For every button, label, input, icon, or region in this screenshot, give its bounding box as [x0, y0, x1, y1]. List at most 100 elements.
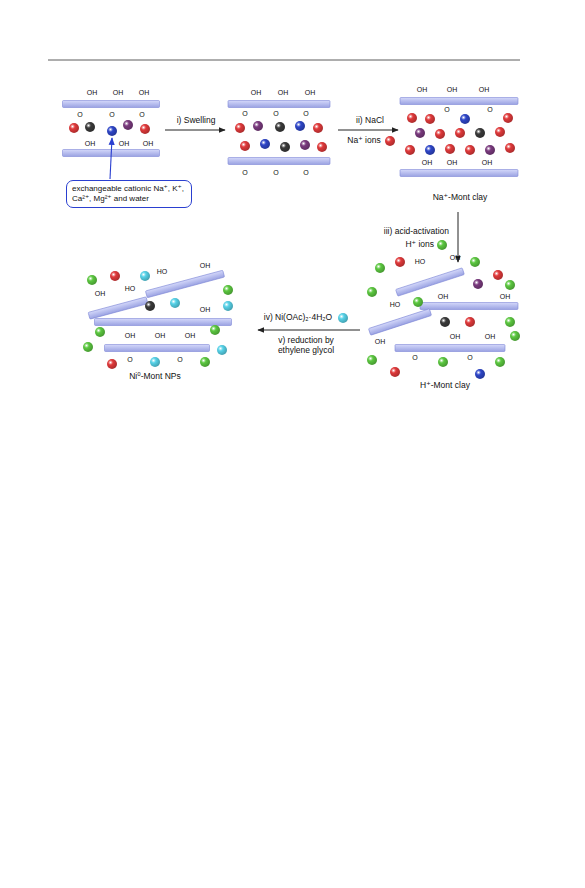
ion-ball — [385, 136, 395, 146]
group-label: O — [77, 111, 82, 119]
step-label: Na⁺ ions — [347, 136, 380, 146]
ion-ball — [455, 128, 465, 138]
group-label: OH — [125, 332, 136, 340]
ion-ball — [475, 369, 485, 379]
ion-ball — [505, 143, 515, 153]
clay-sheet — [400, 98, 518, 105]
group-label: OH — [143, 140, 154, 148]
group-label: OH — [422, 159, 433, 167]
ion-ball — [170, 298, 180, 308]
ion-ball — [390, 367, 400, 377]
ion-ball — [123, 120, 133, 130]
callout-box: exchangeable cationic Na⁺, K⁺, Ca²⁺, Mg²… — [66, 180, 192, 208]
ion-ball — [435, 129, 445, 139]
group-label: O — [487, 106, 492, 114]
ion-ball — [367, 287, 377, 297]
group-label: HO — [125, 285, 136, 293]
group-label: OH — [119, 140, 130, 148]
clay-sheet — [395, 345, 505, 352]
group-label: O — [127, 356, 132, 364]
step-label: Ni⁰-Mont NPs — [129, 372, 181, 382]
clay-sheet — [228, 101, 330, 108]
group-label: HO — [157, 268, 168, 276]
ion-ball — [253, 121, 263, 131]
ion-ball — [405, 145, 415, 155]
group-label: O — [242, 110, 247, 118]
step-label: ii) NaCl — [356, 116, 384, 126]
group-label: OH — [251, 89, 262, 97]
ion-ball — [87, 275, 97, 285]
ion-ball — [415, 128, 425, 138]
group-label: OH — [375, 338, 386, 346]
clay-sheet — [400, 170, 518, 177]
ion-ball — [300, 140, 310, 150]
ion-ball — [367, 355, 377, 365]
ion-ball — [493, 270, 503, 280]
ion-ball — [313, 123, 323, 133]
ion-ball — [235, 123, 245, 133]
ion-ball — [438, 357, 448, 367]
step-label: iv) Ni(OAc)₂·4H₂O — [264, 313, 332, 323]
group-label: OH — [479, 86, 490, 94]
clay-sheets — [63, 98, 519, 352]
reaction-arrows — [165, 130, 458, 330]
ion-ball — [145, 301, 155, 311]
clay-sheet — [95, 319, 232, 326]
step-label: i) Swelling — [177, 116, 216, 126]
ion-ball — [465, 145, 475, 155]
ion-ball — [150, 357, 160, 367]
ions — [69, 113, 520, 379]
ion-ball — [223, 285, 233, 295]
group-label: O — [273, 110, 278, 118]
group-label: OH — [155, 332, 166, 340]
ion-ball — [295, 121, 305, 131]
group-label: O — [412, 354, 417, 362]
ion-ball — [473, 279, 483, 289]
ion-ball — [510, 331, 520, 341]
page-rule — [48, 60, 520, 61]
ion-ball — [110, 271, 120, 281]
clay-sheet — [228, 158, 330, 165]
ion-ball — [425, 145, 435, 155]
ion-ball — [338, 313, 348, 323]
reaction-arrow — [338, 130, 398, 131]
ion-ball — [440, 317, 450, 327]
step-label: iii) acid-activation — [384, 227, 449, 237]
ion-ball — [445, 144, 455, 154]
step-label: Na⁺-Mont clay — [433, 193, 488, 203]
group-label: OH — [87, 89, 98, 97]
ion-ball — [280, 142, 290, 152]
clay-sheet — [63, 101, 160, 108]
reaction-arrow — [165, 130, 225, 131]
ion-ball — [495, 127, 505, 137]
ion-ball — [83, 342, 93, 352]
group-label: OH — [438, 293, 449, 301]
clay-sheet — [368, 309, 431, 335]
ion-ball — [107, 126, 117, 136]
ion-ball — [505, 280, 515, 290]
clay-sheet — [396, 268, 465, 296]
group-label: HO — [390, 301, 401, 309]
ion-ball — [240, 141, 250, 151]
group-label: OH — [447, 86, 458, 94]
ion-ball — [260, 139, 270, 149]
ion-ball — [437, 240, 447, 250]
ion-ball — [413, 297, 423, 307]
ion-ball — [69, 123, 79, 133]
group-label: OH — [485, 333, 496, 341]
ion-ball — [407, 113, 417, 123]
group-label: HO — [415, 258, 426, 266]
group-label: O — [177, 356, 182, 364]
group-label: OH — [500, 293, 511, 301]
step-label: v) reduction by ethylene glycol — [269, 336, 343, 356]
ion-ball — [375, 263, 385, 273]
clay-sheet — [420, 303, 518, 310]
ion-ball — [95, 327, 105, 337]
group-label: OH — [278, 89, 289, 97]
group-label: OH — [85, 140, 96, 148]
group-label: OH — [417, 86, 428, 94]
ion-ball — [140, 124, 150, 134]
clay-sheet — [88, 297, 148, 319]
group-label: OH — [450, 333, 461, 341]
